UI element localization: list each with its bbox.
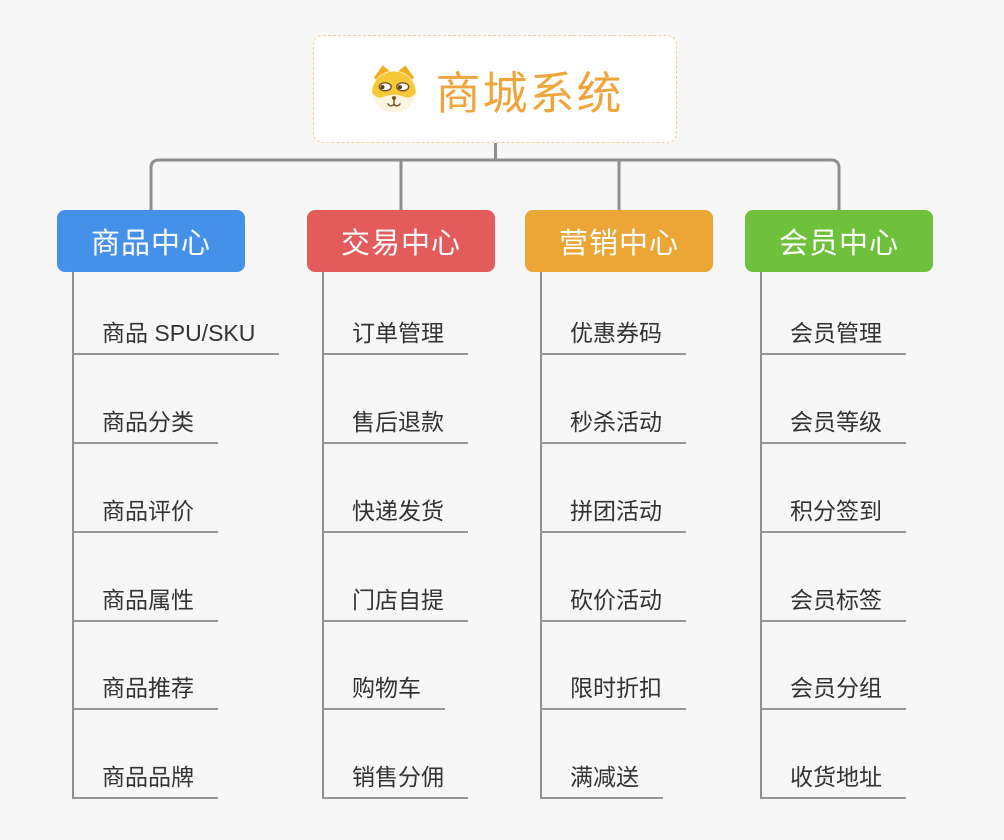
leaf-node[interactable]: 门店自提 [322, 585, 468, 622]
root-node[interactable]: 商城系统 [313, 35, 677, 143]
leaf-node[interactable]: 会员分组 [760, 673, 906, 710]
leaf-node[interactable]: 优惠券码 [540, 318, 686, 355]
leaf-node[interactable]: 收货地址 [760, 762, 906, 799]
branch-node[interactable]: 营销中心 [525, 210, 713, 272]
leaf-node[interactable]: 会员标签 [760, 585, 906, 622]
leaf-node[interactable]: 满减送 [540, 762, 663, 799]
leaf-node[interactable]: 商品属性 [72, 585, 218, 622]
leaf-node[interactable]: 商品推荐 [72, 673, 218, 710]
leaf-node[interactable]: 会员管理 [760, 318, 906, 355]
leaf-node[interactable]: 销售分佣 [322, 762, 468, 799]
branch-trunk-line [322, 272, 324, 799]
leaf-node[interactable]: 快递发货 [322, 496, 468, 533]
branch-node[interactable]: 商品中心 [57, 210, 245, 272]
leaf-node[interactable]: 商品分类 [72, 407, 218, 444]
leaf-node[interactable]: 售后退款 [322, 407, 468, 444]
dog-face-icon [372, 65, 417, 113]
leaf-node[interactable]: 秒杀活动 [540, 407, 686, 444]
leaf-node[interactable]: 砍价活动 [540, 585, 686, 622]
branch-trunk-line [72, 272, 74, 799]
leaf-node[interactable]: 商品评价 [72, 496, 218, 533]
leaf-node[interactable]: 订单管理 [322, 318, 468, 355]
leaf-node[interactable]: 会员等级 [760, 407, 906, 444]
leaf-node[interactable]: 商品品牌 [72, 762, 218, 799]
branch-trunk-line [540, 272, 542, 799]
branch-node[interactable]: 会员中心 [745, 210, 933, 272]
connector-path [149, 143, 841, 210]
root-title: 商城系统 [435, 67, 624, 119]
leaf-node[interactable]: 商品 SPU/SKU [72, 318, 280, 355]
leaf-node[interactable]: 积分签到 [760, 496, 906, 533]
branch-trunk-line [760, 272, 762, 799]
leaf-node[interactable]: 购物车 [322, 673, 445, 710]
leaf-node[interactable]: 限时折扣 [540, 673, 686, 710]
branch-node[interactable]: 交易中心 [307, 210, 495, 272]
leaf-node[interactable]: 拼团活动 [540, 496, 686, 533]
